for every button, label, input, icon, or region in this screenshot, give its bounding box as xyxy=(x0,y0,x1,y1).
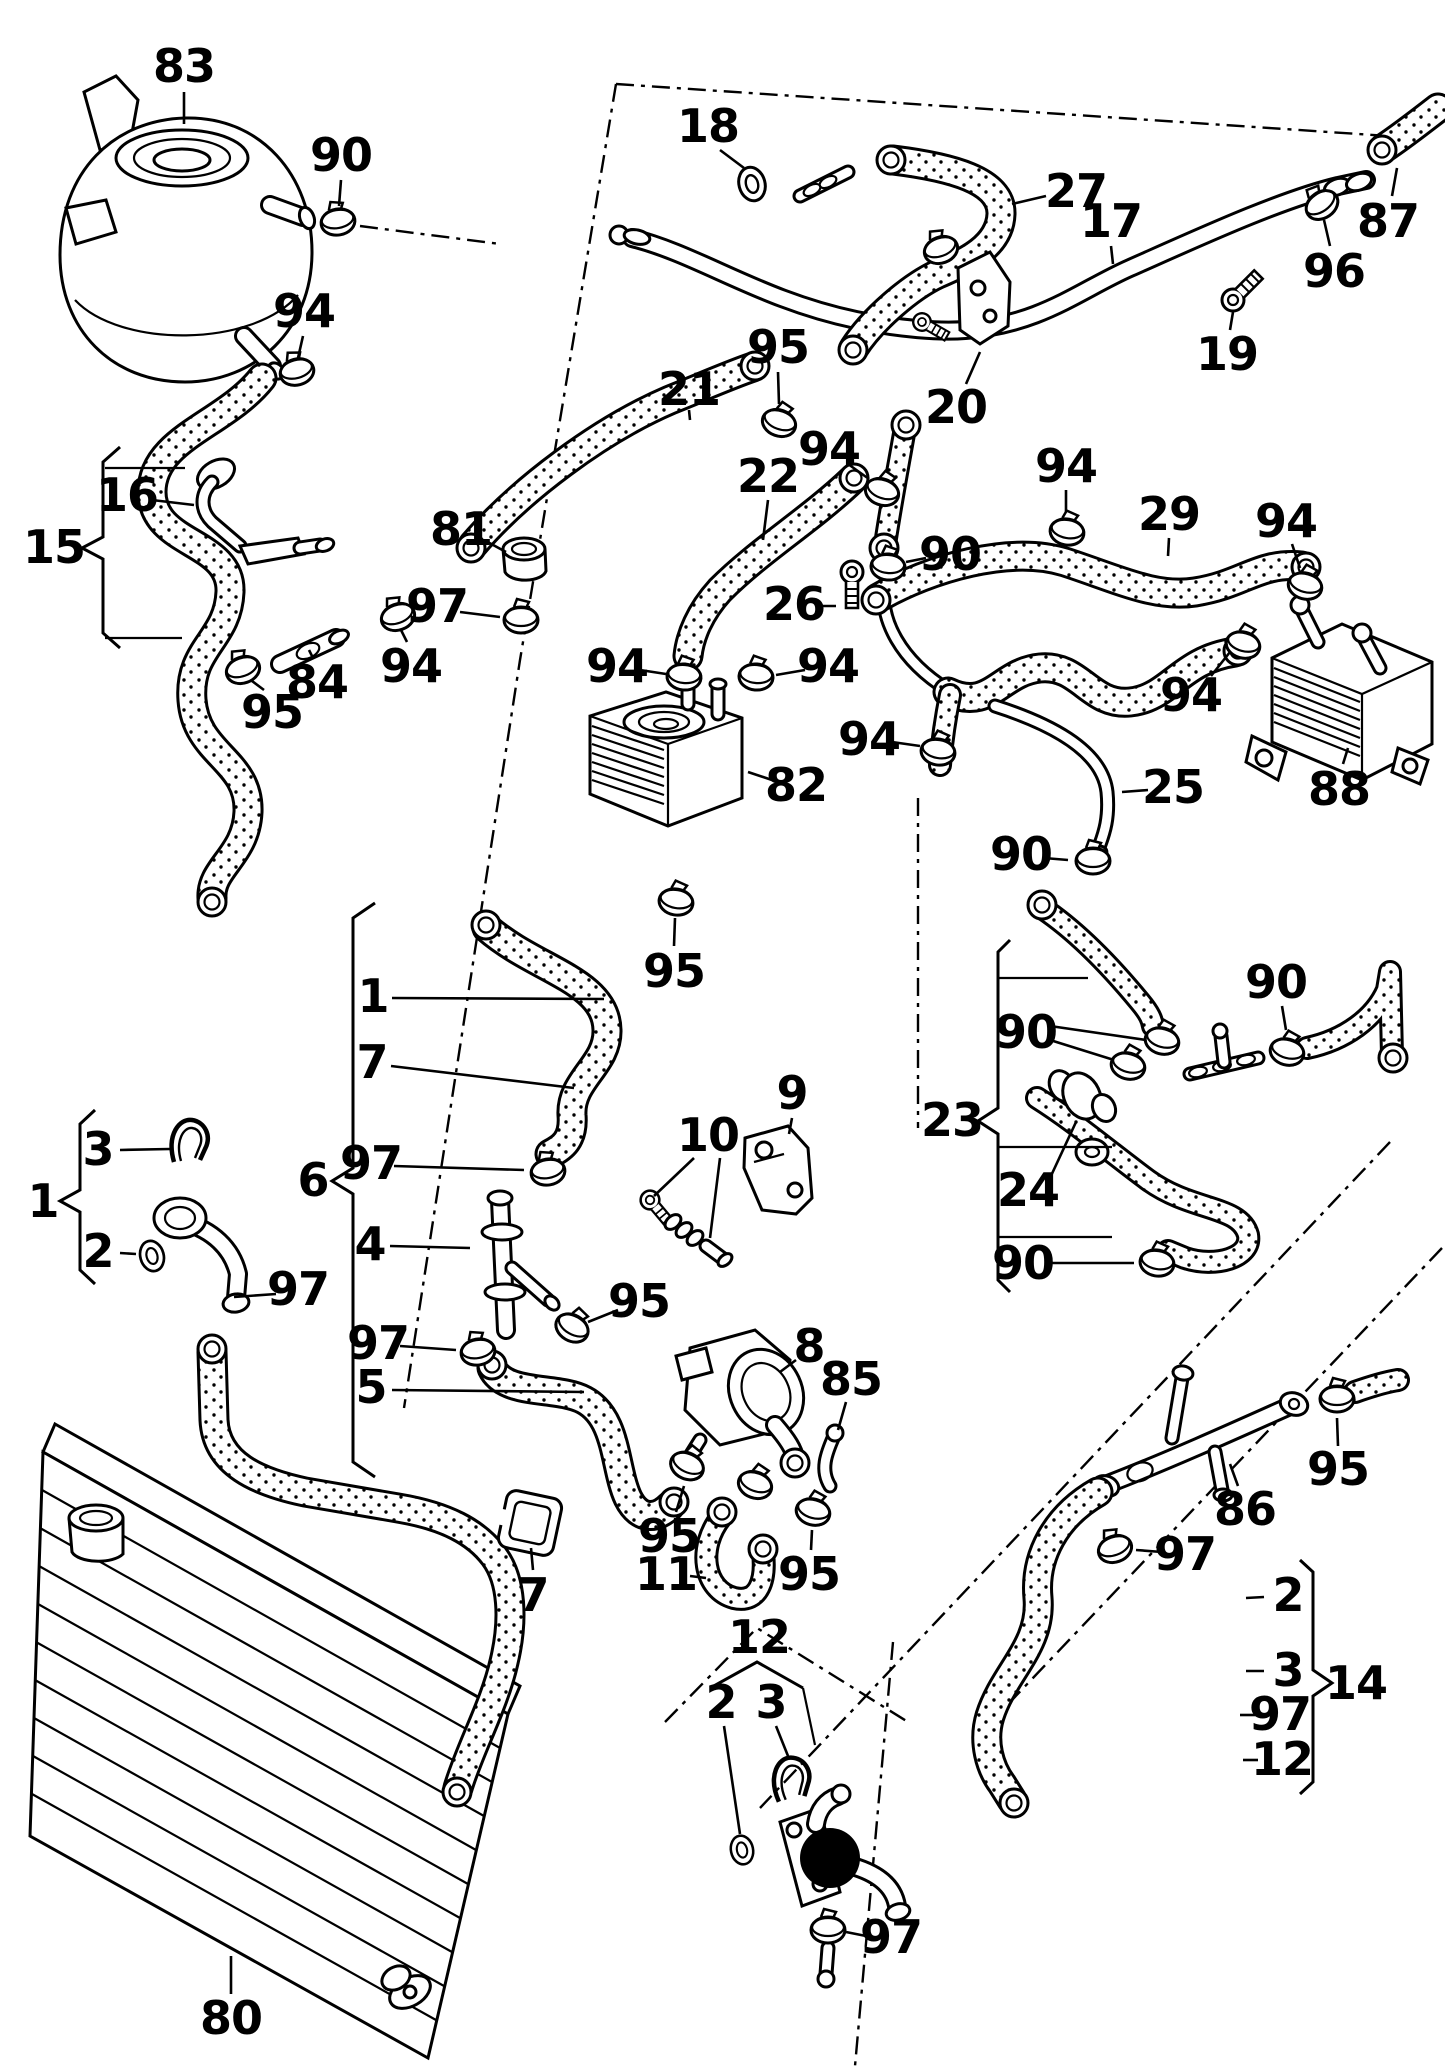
leader-line-19 xyxy=(1228,311,1235,331)
expansion-tank xyxy=(58,74,317,384)
leader-line-27 xyxy=(1011,194,1047,206)
leader-line-10 xyxy=(708,1157,722,1239)
leader-line-4 xyxy=(389,1244,471,1250)
leader-line-94 xyxy=(891,740,921,748)
leader-line-90 xyxy=(1043,856,1069,862)
leader-line-87 xyxy=(1390,167,1399,197)
check-valve-4 xyxy=(480,1189,561,1340)
cap-81 xyxy=(501,536,548,582)
leader-line-82 xyxy=(747,770,773,782)
hose-1 xyxy=(470,909,623,1170)
hose-21 xyxy=(455,350,771,564)
leader-line-85 xyxy=(836,1401,848,1431)
leader-line-94 xyxy=(639,668,667,676)
leader-line-5 xyxy=(391,1388,585,1394)
leader-line-90 xyxy=(337,179,343,207)
leader-line-95 xyxy=(587,1308,619,1324)
leader-line-10 xyxy=(653,1157,695,1197)
bleed-fitting-16 xyxy=(195,457,336,566)
radiator-80 xyxy=(28,1421,522,2061)
leader-line-86 xyxy=(1228,1463,1240,1487)
leader-line-90 xyxy=(905,556,927,564)
leader-line-3 xyxy=(119,1147,171,1152)
aux-water-pump-8 xyxy=(674,1328,811,1479)
leader-line-97 xyxy=(393,1164,525,1172)
leader-line-94 xyxy=(847,462,870,481)
leader-line-96 xyxy=(1322,219,1332,247)
leader-line-20 xyxy=(964,351,982,385)
leader-line-3 xyxy=(774,1725,790,1757)
leader-line-11 xyxy=(689,1574,707,1580)
leader-line-90 xyxy=(1049,1024,1147,1042)
check-valve-24 xyxy=(1047,1069,1118,1167)
leader-line-22 xyxy=(761,499,770,541)
leader-line-94 xyxy=(1209,651,1232,677)
leader-line-95 xyxy=(809,1529,814,1551)
leader-line-97 xyxy=(1135,1548,1163,1554)
hose-to-pipe-86 xyxy=(971,1476,1114,1819)
leader-line-95 xyxy=(1335,1417,1340,1447)
coolant-pipe-86 xyxy=(1091,1364,1410,1503)
pipe-84 xyxy=(270,628,350,674)
leader-line-9 xyxy=(787,1117,794,1135)
leader-line-94 xyxy=(399,629,409,643)
leader-line-18 xyxy=(719,148,745,170)
leader-line-8 xyxy=(779,1358,797,1374)
leader-line-95 xyxy=(674,1485,686,1513)
projection-lines xyxy=(359,82,1443,2067)
leader-line-95 xyxy=(672,917,677,947)
hose-group-23 xyxy=(1025,889,1409,1274)
leader-line-97 xyxy=(845,1930,867,1938)
leader-line-1 xyxy=(391,996,605,1001)
leader-line-25 xyxy=(1121,788,1149,794)
bracket-plate-20 xyxy=(956,250,1012,346)
lower-hose-6 xyxy=(196,1333,526,1808)
leader-line-90 xyxy=(1049,1038,1115,1062)
leader-line-29 xyxy=(1166,537,1171,557)
leader-line-97 xyxy=(459,610,501,619)
leader-line-21 xyxy=(687,409,692,421)
leader-line-81 xyxy=(483,538,507,554)
hose-11 xyxy=(694,1496,779,1611)
group-braces xyxy=(56,445,1335,1796)
leader-line-94 xyxy=(775,668,806,677)
hose-87 xyxy=(1366,92,1445,166)
leader-line-97 xyxy=(233,1292,277,1299)
hose-27 xyxy=(837,144,1017,366)
leader-line-88 xyxy=(1341,747,1350,765)
hose-5 xyxy=(476,1349,690,1531)
bracket-9 xyxy=(742,1124,814,1216)
leader-line-16 xyxy=(151,498,195,507)
leader-line-95 xyxy=(776,371,781,405)
leader-line-2 xyxy=(1245,1595,1265,1600)
leader-line-90 xyxy=(1280,1005,1288,1031)
leader-line-24 xyxy=(1048,1121,1078,1179)
leader-line-7 xyxy=(390,1064,575,1090)
retainer-clip-7 xyxy=(496,1489,564,1557)
hose-22 xyxy=(672,462,870,672)
leader-line-17 xyxy=(1109,245,1115,265)
oil-cooler-88 xyxy=(1244,594,1434,787)
leader-line-7 xyxy=(529,1547,535,1571)
elbow-assembly-1 xyxy=(135,1120,251,1314)
leader-line-95 xyxy=(251,679,265,692)
leader-line-2 xyxy=(722,1725,742,1835)
connector-85 xyxy=(817,1423,845,1494)
leader-line-94 xyxy=(296,335,305,359)
leader-line-2 xyxy=(119,1251,137,1256)
bolt-kit-10 xyxy=(635,1185,734,1268)
highlighted-part-dot xyxy=(800,1828,860,1888)
thermostat-elbow-12 xyxy=(726,1755,912,1989)
supply-hose-15 xyxy=(136,362,278,918)
leader-line-94 xyxy=(1290,543,1302,569)
leader-line-84 xyxy=(307,649,315,659)
leader-line-97 xyxy=(399,1344,457,1352)
